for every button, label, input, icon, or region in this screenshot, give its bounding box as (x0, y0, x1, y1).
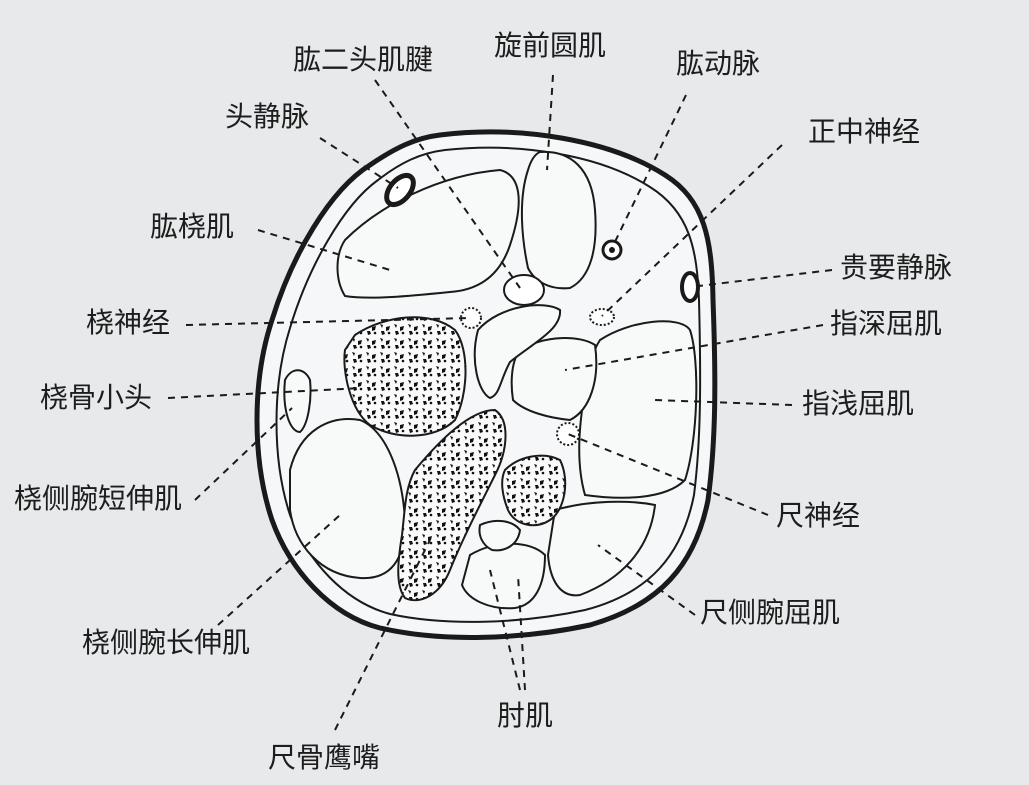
label-olecranon: 尺骨鹰嘴 (268, 741, 381, 774)
anconeus-shape (460, 542, 547, 610)
ulna-bone (501, 454, 567, 527)
label-basilic-vein: 贵要静脉 (840, 251, 953, 284)
fdp-shape (510, 337, 598, 422)
olecranon-bone (397, 408, 507, 602)
leader-radial-nerve (185, 317, 471, 326)
label-radial-head: 桡骨小头 (40, 381, 153, 414)
leader-radial-head (167, 387, 363, 399)
label-ulnar-nerve: 尺神经 (776, 499, 861, 532)
fascia-outline (275, 146, 702, 623)
biceps-tendon-shape (503, 274, 545, 306)
median-nerve-shape (589, 308, 615, 326)
label-brachial-artery: 肱动脉 (676, 47, 761, 80)
leader-fdp (564, 324, 824, 371)
label-anconeus: 肘肌 (497, 699, 554, 732)
leader-basilic-vein (689, 269, 833, 288)
leader-cephalic-vein (319, 137, 399, 189)
label-fcu: 尺侧腕屈肌 (700, 596, 841, 629)
leader-ecrb (194, 407, 293, 501)
leader-pronator-teres (546, 74, 554, 171)
label-ecrl: 桡侧腕长伸肌 (82, 626, 251, 659)
radial-nerve-shape (460, 307, 482, 329)
radius-head-bone (343, 316, 467, 437)
medial-muscle-shape (473, 304, 562, 400)
leader-median-nerve (601, 144, 783, 317)
cephalic-vein-shape (384, 172, 416, 208)
ulnar-nerve-shape (556, 422, 580, 446)
leader-anconeus-2 (517, 574, 526, 691)
fds-shape (578, 320, 698, 499)
brachioradialis-shape (336, 168, 520, 299)
radial-head-outline (283, 369, 312, 434)
leader-fcu (597, 544, 696, 616)
label-fds: 指浅屈肌 (802, 387, 915, 420)
brachial-artery-lumen (609, 247, 615, 253)
label-median-nerve: 正中神经 (808, 115, 921, 148)
label-cephalic-vein: 头静脉 (225, 100, 310, 133)
leader-brachial-artery (611, 94, 687, 249)
label-brachioradialis: 肱桡肌 (150, 210, 235, 243)
leader-fds (654, 399, 793, 406)
label-ecrb: 桡侧腕短伸肌 (14, 482, 183, 515)
label-radial-nerve: 桡神经 (86, 306, 171, 339)
pronator-teres-shape (520, 150, 597, 290)
small-muscle-shape (478, 519, 522, 552)
leader-brachioradialis (257, 229, 391, 271)
leader-biceps-tendon (374, 79, 521, 289)
leader-olecranon (334, 539, 431, 731)
label-pronator-teres: 旋前圆肌 (494, 29, 607, 62)
leader-ecrl (217, 514, 341, 626)
fcu-shape (546, 500, 657, 597)
leader-ulnar-nerve (567, 433, 769, 516)
label-fdp: 指深屈肌 (830, 307, 943, 340)
label-biceps-tendon: 肱二头肌腱 (293, 43, 434, 76)
